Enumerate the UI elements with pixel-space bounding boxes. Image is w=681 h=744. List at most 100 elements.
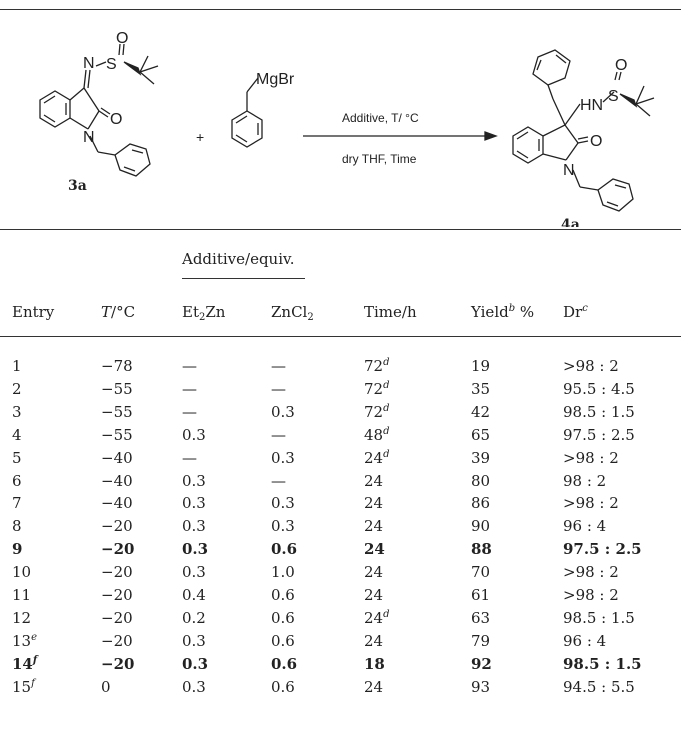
atom-o-carbonyl-reactant: O <box>110 111 122 128</box>
cell-time-value: 24 <box>364 540 385 559</box>
cell-time-value: 24 <box>364 563 384 582</box>
cell-zncl2-value: 0.3 <box>271 517 295 536</box>
cell-entry-value: 9 <box>12 540 23 559</box>
cell-dr: 96 : 4 <box>563 517 606 535</box>
footnote-marker: d <box>383 402 390 414</box>
reactant-label: 3a <box>68 178 87 194</box>
cell-et2zn-value: — <box>182 357 197 375</box>
cell-yield: 86 <box>471 494 490 512</box>
cell-entry: 14f <box>12 655 37 673</box>
cell-et2zn: — <box>182 357 197 375</box>
cell-zncl2-value: 0.3 <box>271 402 295 421</box>
cell-zncl2: 0.6 <box>271 655 297 673</box>
cell-entry: 13e <box>12 632 37 650</box>
cell-et2zn: 0.3 <box>182 563 206 581</box>
cell-dr: 98.5 : 1.5 <box>563 403 635 421</box>
cell-time: 24 <box>364 563 383 581</box>
header-zncl2-sub: 2 <box>307 312 314 323</box>
cell-zncl2: — <box>271 472 286 490</box>
cell-zncl2-value: — <box>271 357 286 375</box>
cell-yield-value: 35 <box>471 379 491 398</box>
cell-zncl2-value: — <box>271 379 286 398</box>
footnote-marker: d <box>383 379 390 391</box>
header-time: Time/h <box>364 303 417 321</box>
cell-et2zn-value: 0.3 <box>182 425 206 444</box>
cell-zncl2-value: — <box>271 425 286 444</box>
cell-temperature: −20 <box>101 563 133 581</box>
header-zncl2-main: ZnCl <box>271 303 308 321</box>
cell-zncl2-value: 0.6 <box>271 631 295 650</box>
cell-temperature: −40 <box>101 494 133 512</box>
cell-yield: 88 <box>471 540 492 558</box>
cell-time-value: 72 <box>364 379 384 398</box>
cell-time-value: 24 <box>364 608 384 627</box>
cell-dr: 98 : 2 <box>563 472 606 490</box>
cell-zncl2-value: 0.3 <box>271 494 295 513</box>
arrow-conditions-top: Additive, T/ °C <box>342 111 419 125</box>
cell-dr-value: >98 : 2 <box>563 448 619 467</box>
cell-time: 72d <box>364 357 390 375</box>
cell-zncl2-value: 1.0 <box>271 563 295 582</box>
cell-temperature: −20 <box>101 655 134 673</box>
product-label: 4a <box>561 217 580 227</box>
header-yield: Yieldb % <box>471 303 534 321</box>
cell-entry: 12 <box>12 609 31 627</box>
cell-time: 24d <box>364 609 390 627</box>
header-entry: Entry <box>12 303 55 321</box>
cell-zncl2: 1.0 <box>271 563 295 581</box>
cell-time-value: 24 <box>364 517 384 536</box>
cell-yield-value: 88 <box>471 540 492 559</box>
cell-temperature: −55 <box>101 380 133 398</box>
cell-entry-value: 8 <box>12 517 22 536</box>
cell-time-value: 24 <box>364 494 384 513</box>
cell-entry-value: 11 <box>12 586 32 604</box>
cell-time: 24 <box>364 678 383 696</box>
cell-dr: >98 : 2 <box>563 586 619 604</box>
cell-et2zn: 0.3 <box>182 472 206 490</box>
cell-et2zn: — <box>182 403 197 421</box>
cell-yield: 61 <box>471 586 490 604</box>
cell-temperature: 0 <box>101 678 111 696</box>
cell-time-value: 24 <box>364 677 384 696</box>
cell-yield-value: 42 <box>471 402 491 421</box>
cell-et2zn-value: 0.2 <box>182 608 206 627</box>
cell-et2zn: 0.3 <box>182 632 206 650</box>
cell-dr-value: 98.5 : 1.5 <box>563 608 635 627</box>
cell-time: 24 <box>364 472 383 490</box>
cell-yield-value: 86 <box>471 494 491 513</box>
cell-dr-value: 98 : 2 <box>563 471 607 490</box>
cell-zncl2: 0.6 <box>271 586 295 604</box>
header-bottom-rule <box>0 336 681 337</box>
cell-et2zn: 0.3 <box>182 655 208 673</box>
header-dr: Drc <box>563 303 588 321</box>
cell-et2zn-value: 0.3 <box>182 563 206 582</box>
cell-time-value: 48 <box>364 425 384 444</box>
cell-yield: 93 <box>471 678 490 696</box>
cell-entry: 3 <box>12 403 22 421</box>
cell-dr-value: 97.5 : 2.5 <box>563 540 642 559</box>
cell-zncl2: — <box>271 426 286 444</box>
cell-dr-value: 94.5 : 5.5 <box>563 677 635 696</box>
cell-temperature: −20 <box>101 517 133 535</box>
header-et2zn-main: Et <box>182 303 199 321</box>
atom-n-ring-product: N <box>563 162 575 179</box>
header-et2zn-sub: 2 <box>198 312 206 323</box>
cell-entry: 8 <box>12 517 22 535</box>
atom-hn-product: HN <box>580 97 603 114</box>
cell-et2zn: 0.3 <box>182 426 206 444</box>
cell-et2zn: 0.2 <box>182 609 206 627</box>
header-yield-footnote: b <box>508 303 516 314</box>
header-zncl2: ZnCl2 <box>271 303 314 323</box>
cell-temperature-value: −55 <box>101 379 133 398</box>
cell-yield: 42 <box>471 403 490 421</box>
header-et2zn: Et2Zn <box>182 303 225 323</box>
cell-dr-value: 96 : 4 <box>563 631 607 650</box>
cell-yield-value: 93 <box>471 677 491 696</box>
atom-o-sulfinyl-reactant: O <box>116 30 128 47</box>
cell-temperature-value: −20 <box>101 608 133 627</box>
